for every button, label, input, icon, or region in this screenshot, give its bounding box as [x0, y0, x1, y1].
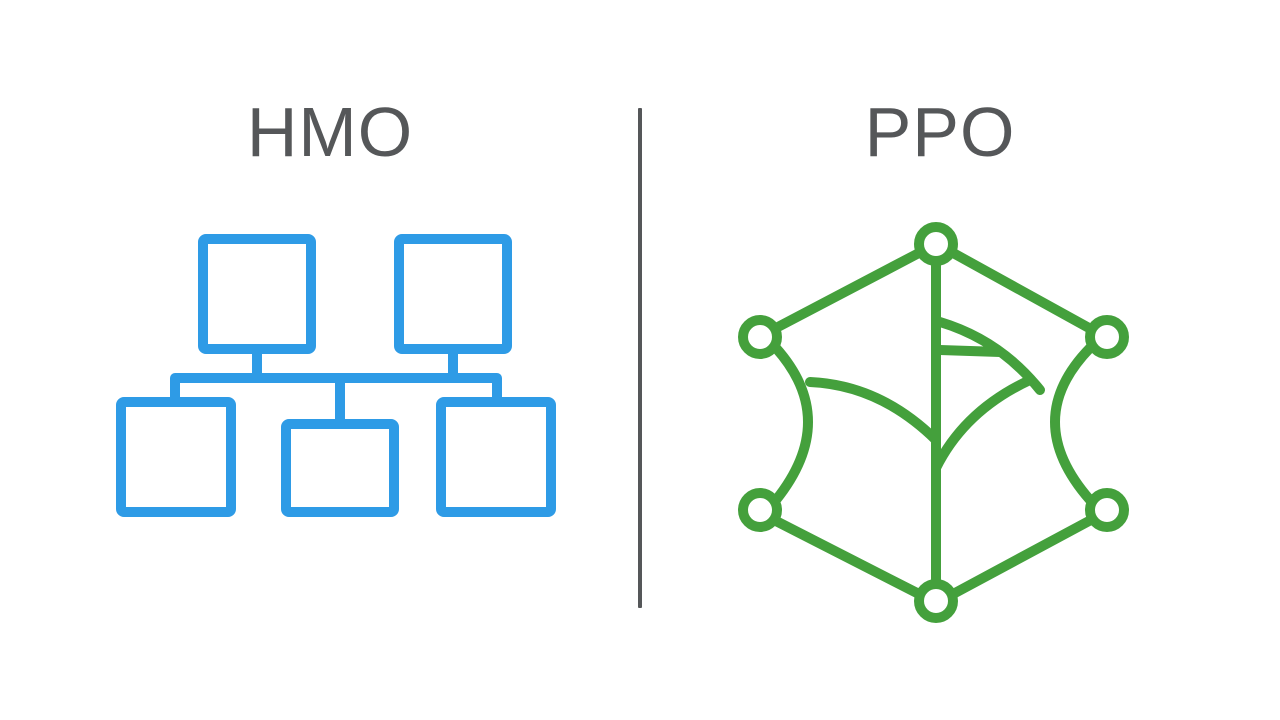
center-divider	[638, 108, 642, 608]
ppo-node-left-upper	[738, 315, 782, 359]
hmo-title: HMO	[246, 93, 414, 171]
ppo-node-left-lower	[738, 488, 782, 532]
ppo-curve	[771, 343, 813, 505]
ppo-title: PPO	[864, 93, 1016, 171]
hmo-panel: HMO	[247, 93, 412, 171]
ppo-node-right-lower	[1085, 488, 1129, 532]
hmo-bottom-box-right	[436, 397, 556, 517]
ppo-curve	[935, 345, 1005, 357]
ppo-edge	[771, 249, 922, 333]
ppo-node-right-upper	[1085, 315, 1129, 359]
hmo-bottom-box-center	[281, 419, 399, 517]
ppo-edge	[950, 516, 1094, 598]
ppo-curve	[931, 375, 1035, 473]
ppo-panel: PPO	[640, 0, 1280, 720]
hmo-bottom-box-left	[116, 397, 236, 517]
ppo-curve	[1050, 343, 1095, 505]
ppo-node-bottom	[914, 579, 958, 623]
ppo-edge	[771, 516, 922, 598]
ppo-edge	[950, 249, 1094, 333]
ppo-node-top	[914, 222, 958, 266]
ppo-curve	[805, 377, 941, 445]
